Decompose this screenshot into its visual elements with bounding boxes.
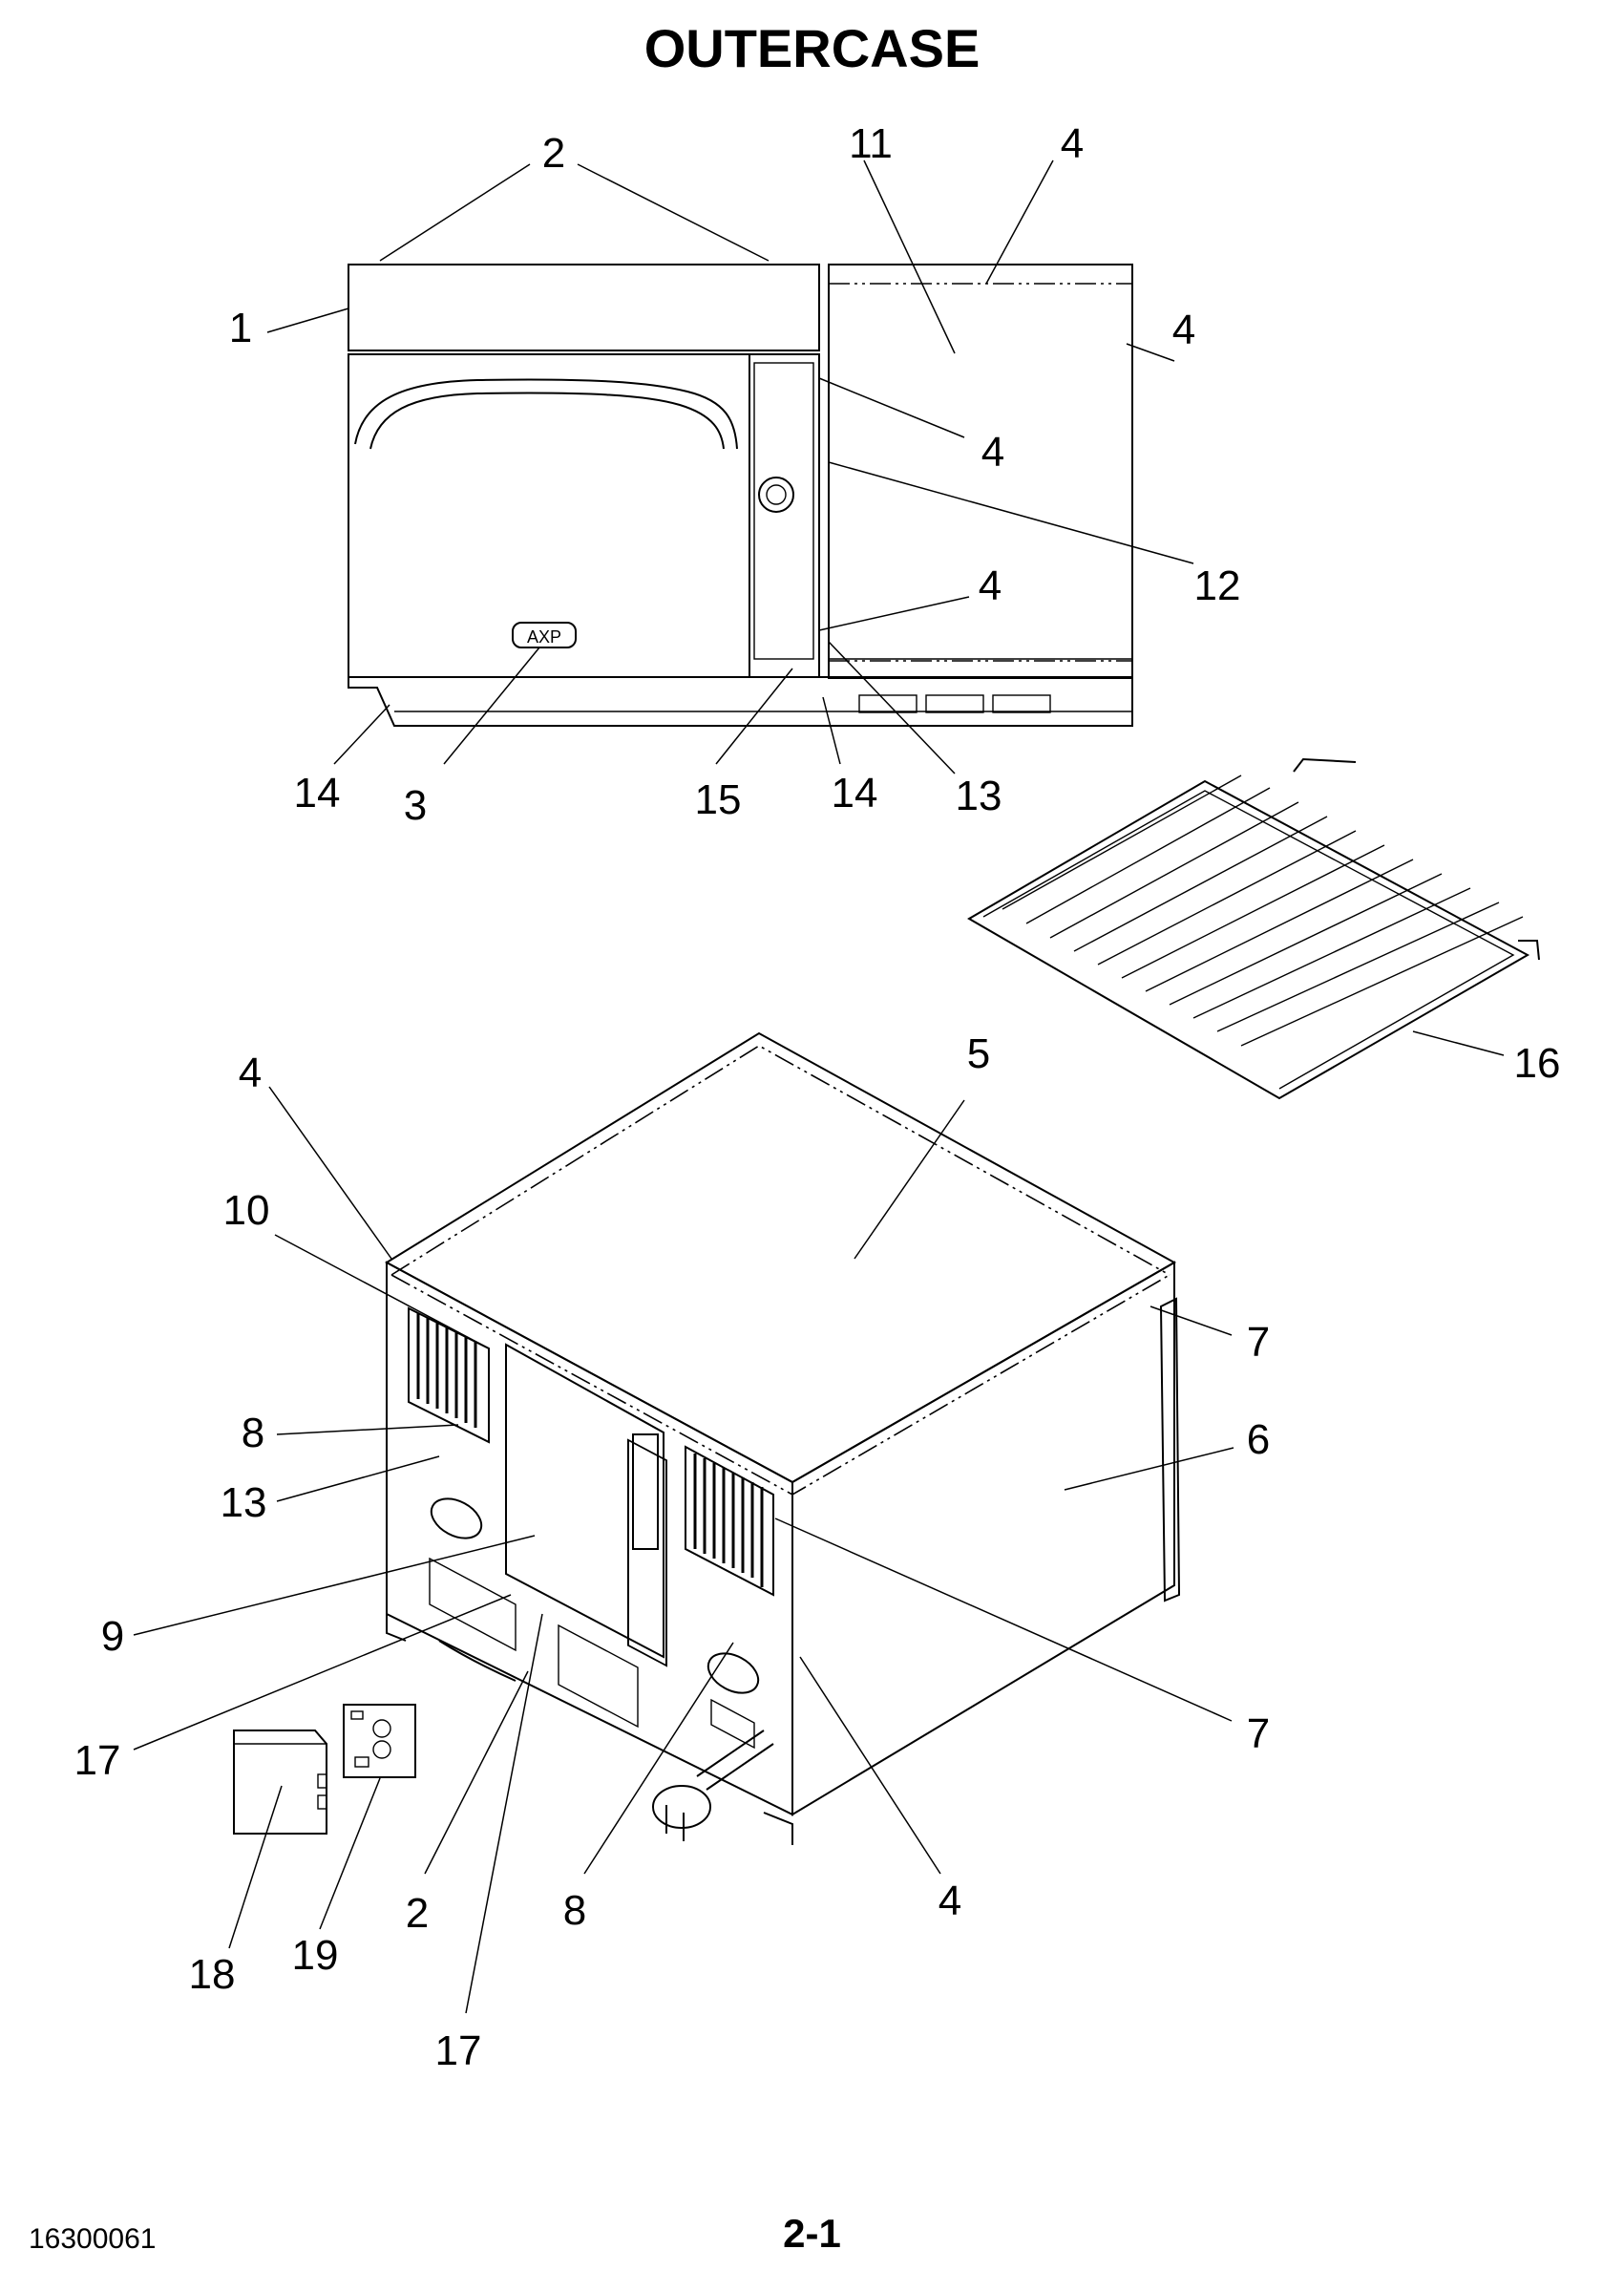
- callout-4-rear-top: 4: [239, 1050, 262, 1096]
- callout-14-right: 14: [832, 770, 878, 817]
- page-title: OUTERCASE: [643, 18, 981, 78]
- component-18-box: [233, 1730, 327, 1835]
- callout-17-bottom: 17: [435, 2027, 482, 2074]
- callout-18: 18: [189, 1951, 236, 1998]
- power-cord: [652, 1730, 774, 1841]
- callout-4-panel: 4: [981, 429, 1004, 476]
- oven-rear-view: [385, 1031, 1181, 1845]
- callout-14-left: 14: [294, 770, 341, 817]
- callout-7-lower: 7: [1247, 1710, 1270, 1757]
- wire-rack: [967, 757, 1540, 1100]
- callout-13-rear: 13: [221, 1479, 267, 1526]
- callout-7-upper: 7: [1247, 1319, 1270, 1366]
- callout-4-lower: 4: [979, 562, 1002, 609]
- callout-10: 10: [223, 1187, 270, 1234]
- callout-8-left: 8: [242, 1410, 264, 1456]
- badge-label: AXP: [527, 627, 561, 647]
- callout-11: 11: [849, 120, 893, 167]
- oven-front-view: AXP: [348, 264, 1133, 727]
- callout-4-rear-bottom: 4: [939, 1878, 961, 1924]
- callout-17-left: 17: [74, 1737, 121, 1784]
- callout-6: 6: [1247, 1416, 1270, 1463]
- callout-12: 12: [1194, 562, 1241, 609]
- callout-1: 1: [229, 305, 252, 351]
- component-19-board: [343, 1704, 416, 1778]
- callout-4-top-right: 4: [1061, 120, 1084, 167]
- callout-2-bottom: 2: [406, 1890, 429, 1937]
- callout-19: 19: [292, 1932, 339, 1979]
- callout-2-top: 2: [542, 130, 565, 177]
- callout-3: 3: [404, 782, 427, 829]
- callout-5: 5: [967, 1030, 990, 1077]
- leader-lines: [133, 159, 1505, 2014]
- callout-15: 15: [695, 776, 742, 823]
- rear-grill-right: [685, 1445, 774, 1597]
- rear-grill-left: [408, 1306, 490, 1444]
- callout-8-bottom: 8: [563, 1887, 586, 1934]
- page-number: 2-1: [783, 2211, 841, 2256]
- callout-13-top: 13: [956, 773, 1002, 819]
- document-number: 16300061: [29, 2223, 157, 2255]
- callout-labels: 1 2 2 3 4 4 4 4 4 4 4 5 6 7 7 8 8 9 10 1…: [74, 120, 1561, 2074]
- callout-16: 16: [1514, 1040, 1561, 1087]
- callout-9: 9: [101, 1613, 124, 1660]
- callout-4-side: 4: [1172, 307, 1195, 353]
- axp-badge: AXP: [512, 622, 577, 648]
